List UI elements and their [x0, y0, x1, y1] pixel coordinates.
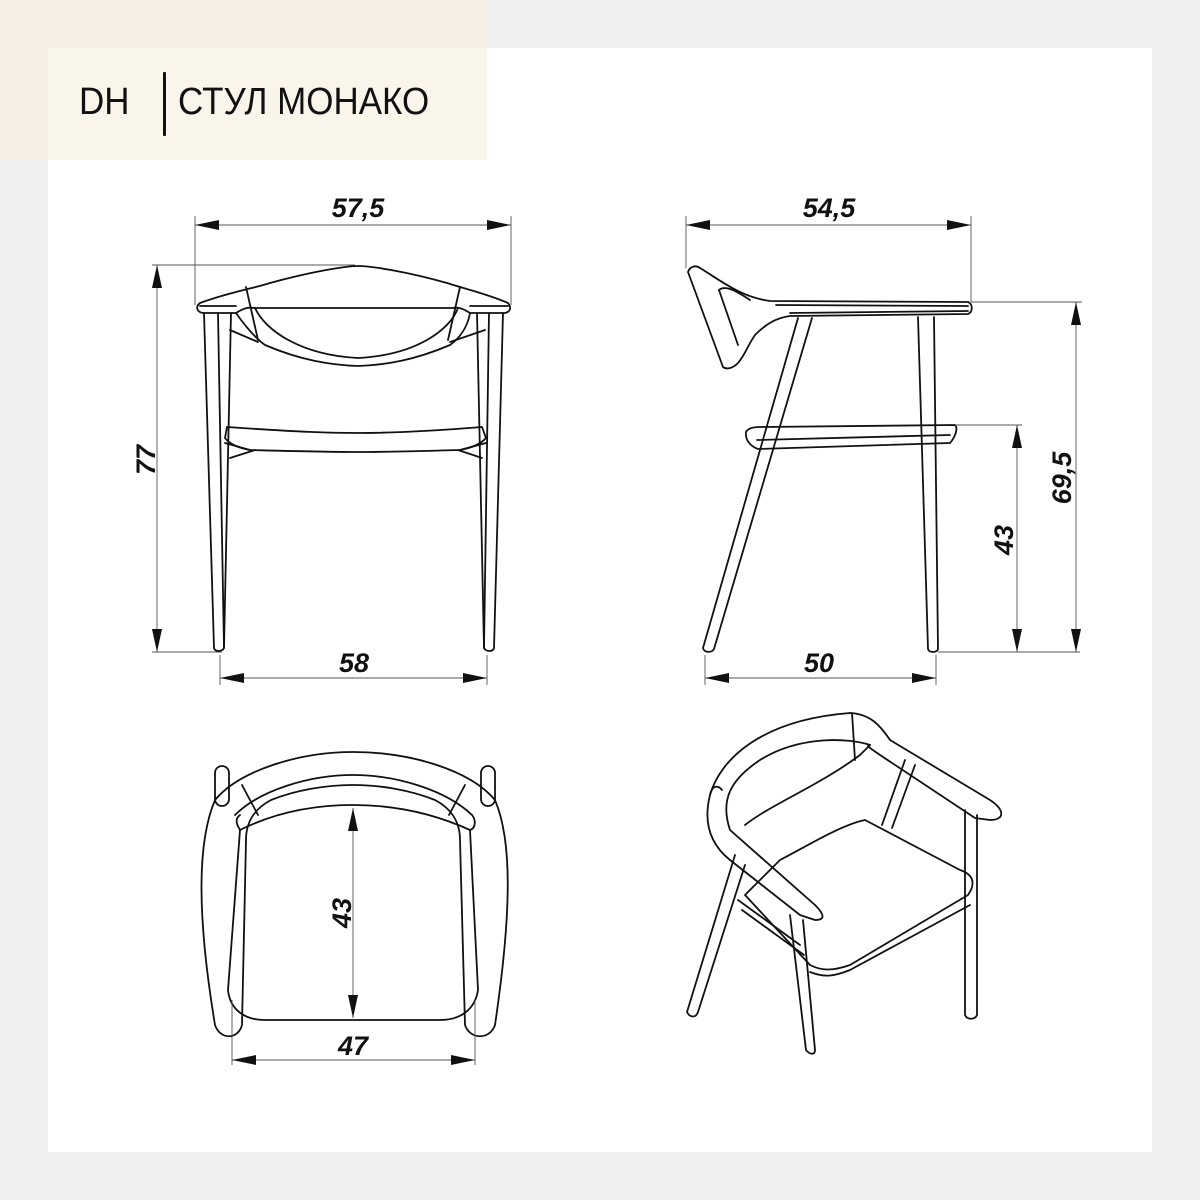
front-width-bottom-label: 58	[339, 648, 369, 678]
perspective-view	[686, 712, 1003, 1055]
front-width-top-label: 57,5	[332, 193, 386, 223]
side-armrest-height-label: 69,5	[1047, 451, 1077, 505]
brand-logo: DH	[79, 81, 130, 123]
header-separator	[163, 72, 166, 136]
side-depth-top-label: 54,5	[803, 193, 857, 223]
front-view: 57,5 77 58	[131, 193, 512, 685]
front-height-label: 77	[131, 443, 161, 475]
side-view: 54,5 43 69,5 50	[685, 193, 1082, 685]
drawing-card	[48, 48, 1152, 1152]
header-panel	[48, 48, 487, 160]
side-seat-height-label: 43	[989, 525, 1019, 556]
top-seat-width-label: 47	[337, 1031, 370, 1061]
top-view: 43 47	[200, 751, 509, 1065]
top-seat-depth-label: 43	[327, 898, 357, 929]
product-title: СТУЛ МОНАКО	[178, 81, 430, 123]
side-depth-bottom-label: 50	[804, 648, 834, 678]
